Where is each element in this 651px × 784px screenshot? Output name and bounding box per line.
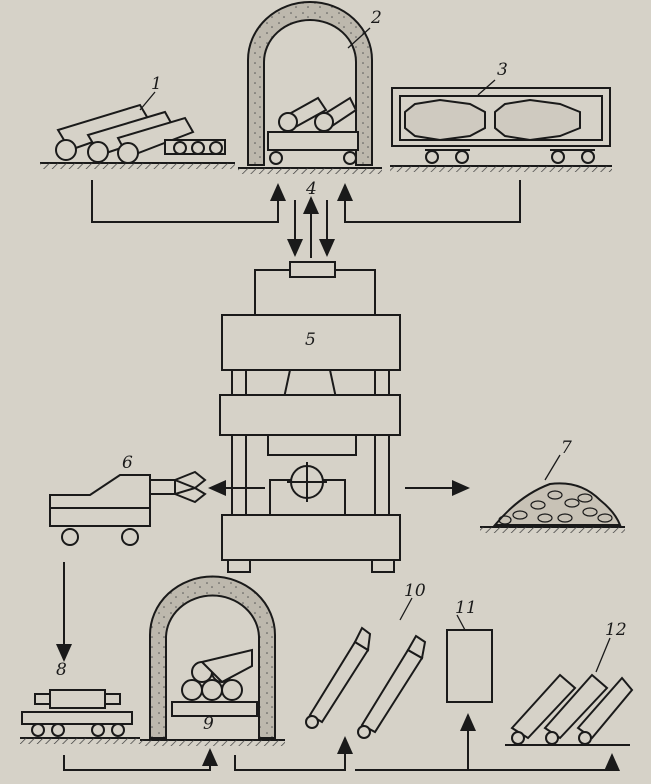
ingot-stock-pile [40,103,235,169]
label-8: 8 [56,660,67,680]
hydraulic-forging-press [219,261,401,573]
label-3: 3 [497,60,508,80]
label-7: 7 [561,438,572,458]
label-6: 6 [122,453,133,473]
finished-rolls [505,673,634,746]
label-2: 2 [371,8,382,28]
label-4: 4 [306,179,317,199]
flow-lines-bottom [63,713,620,771]
flow-lines-top [91,180,521,258]
label-10: 10 [404,581,426,601]
label-1: 1 [151,74,162,94]
ingot-transport-car [390,87,612,172]
scrap-pile [480,482,625,533]
label-11: 11 [455,598,477,618]
leader-lines [139,27,611,673]
forging-manipulator [49,470,207,546]
quality-control-box [446,629,493,703]
annealing-furnace [140,575,285,746]
forged-shafts [305,626,427,739]
forging-transfer-car [20,689,140,744]
heating-furnace [238,1,382,174]
label-9: 9 [203,714,214,734]
label-12: 12 [605,620,627,640]
label-5: 5 [305,330,316,350]
